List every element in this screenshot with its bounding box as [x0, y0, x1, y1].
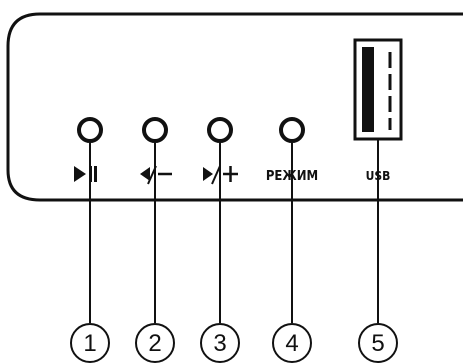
callout-3-number: 3: [213, 330, 226, 357]
callout-5-number: 5: [371, 330, 384, 357]
usb-port: [353, 38, 403, 141]
next-plus-button: [207, 117, 233, 143]
callout-4-number: 4: [285, 330, 298, 357]
play-pause-symbol: [74, 166, 97, 182]
callout-1: 1: [70, 323, 110, 363]
prev-minus-button: [142, 117, 168, 143]
panel-outline: [6, 12, 463, 202]
callout-2-number: 2: [148, 330, 161, 357]
callout-1-number: 1: [83, 330, 96, 357]
play-pause-button: [77, 117, 103, 143]
callout-2: 2: [135, 323, 175, 363]
next-plus-symbol: [203, 165, 238, 185]
callout-3: 3: [200, 323, 240, 363]
callout-4: 4: [272, 323, 312, 363]
mode-button: [279, 117, 305, 143]
callout-5: 5: [358, 323, 398, 363]
